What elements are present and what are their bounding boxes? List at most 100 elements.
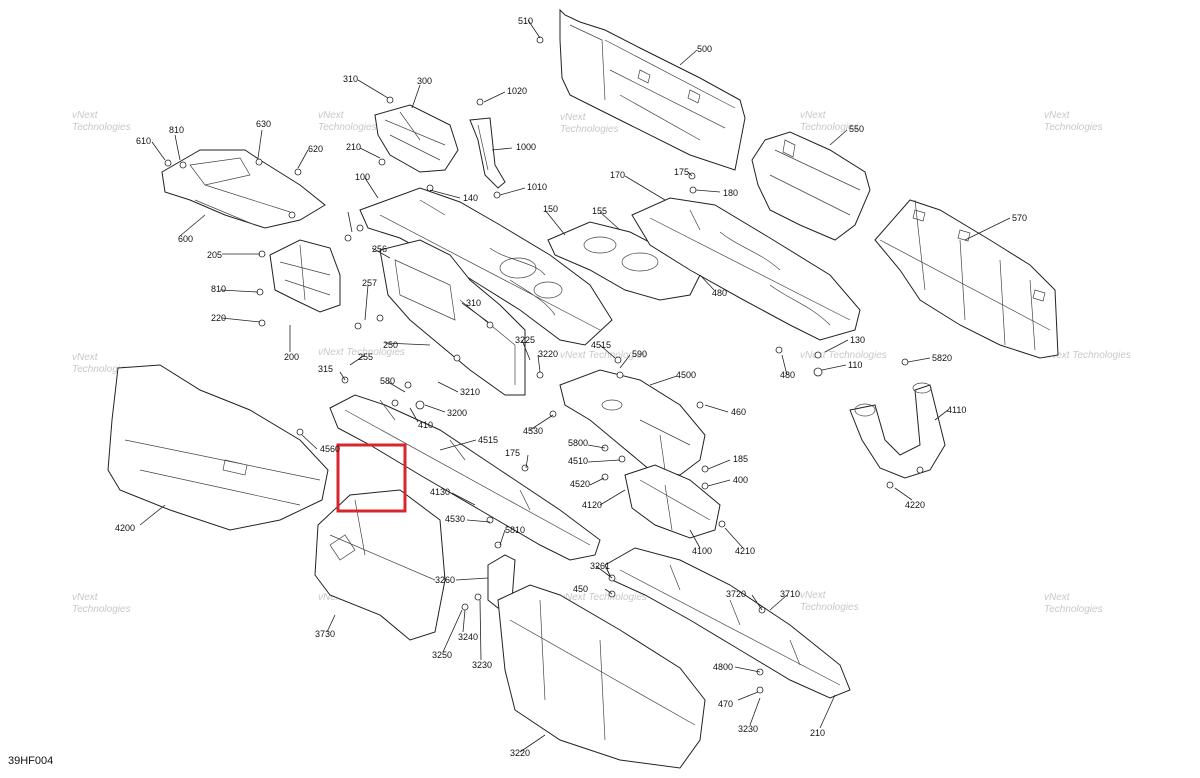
watermark-full: vNext Technologies — [560, 350, 647, 361]
part-170-rear-console — [631, 197, 861, 341]
bolt-icon — [474, 593, 482, 601]
callout-label: 4530 — [523, 426, 543, 436]
callout-label: 4515 — [478, 435, 498, 445]
bolt-icon — [453, 354, 461, 362]
callout-label: 810 — [211, 284, 226, 294]
bolt-icon — [813, 367, 823, 377]
callout-label: 4110 — [947, 405, 966, 415]
callout-label: 480 — [712, 288, 727, 298]
callout-label: 470 — [718, 699, 733, 709]
callout-label: 400 — [733, 475, 748, 485]
callout-label: 810 — [169, 125, 184, 135]
watermark-line1: vNext — [72, 352, 99, 363]
bolt-icon — [294, 168, 302, 176]
callout-label: 410 — [418, 420, 433, 430]
callout-label: 3200 — [447, 408, 467, 418]
watermark-line1: vNext — [1044, 110, 1071, 121]
bolt-icon — [701, 482, 709, 490]
bolt-icon — [689, 186, 697, 194]
callout-label: 4220 — [905, 500, 925, 510]
callout-label: 4130 — [430, 487, 450, 497]
bolt-icon — [696, 401, 704, 409]
callout-label: 150 — [543, 204, 558, 214]
callout-label: 110 — [848, 360, 862, 370]
callout-label: 3240 — [458, 632, 478, 642]
watermark-line2: Technologies — [72, 122, 131, 133]
callout-label: 315 — [318, 364, 333, 374]
callout-label: 3261 — [590, 561, 610, 571]
callout-label: 257 — [362, 278, 377, 288]
watermark-line1: vNext — [1044, 592, 1071, 603]
callout-label: 185 — [733, 454, 748, 464]
part-450-footwell — [314, 489, 446, 641]
callout-label: 550 — [849, 124, 864, 134]
watermark-line2: Technologies — [1044, 604, 1103, 615]
watermark-full: vNext Technologies — [800, 350, 887, 361]
part-400-floor-panel — [107, 364, 329, 531]
bolt-icon — [494, 541, 502, 549]
callout-label: 5800 — [568, 438, 588, 448]
part-550-shroud — [751, 131, 871, 241]
callout-label: 255 — [358, 352, 373, 362]
callout-label: 4200 — [115, 523, 135, 533]
callout-label: 5820 — [932, 353, 952, 363]
callout-label: 250 — [383, 340, 398, 350]
svg-text:vNext: vNext — [72, 110, 99, 121]
bolt-icon — [258, 319, 266, 327]
watermark-full: vNext Technologies — [560, 592, 647, 603]
callout-label: 450 — [573, 584, 588, 594]
callout-label: 4500 — [676, 370, 696, 380]
bolt-icon — [461, 603, 469, 611]
bolt-icon — [718, 520, 726, 528]
part-300-housing — [374, 104, 459, 173]
bolt-icon — [255, 158, 263, 166]
callout-label: 610 — [136, 136, 151, 146]
callout-label: 620 — [308, 144, 323, 154]
bolt-icon — [164, 159, 172, 167]
callout-label: 3720 — [726, 589, 746, 599]
callout-label: 175 — [505, 448, 520, 458]
callout-label: 590 — [632, 349, 647, 359]
callout-label: 1000 — [516, 142, 536, 152]
bolt-icon — [536, 371, 544, 379]
callout-label: 1010 — [527, 182, 547, 192]
callout-label: 4210 — [735, 546, 755, 556]
part-5800-hose — [849, 382, 946, 479]
watermark-line1: vNext — [800, 590, 827, 601]
callout-label: 256 — [372, 244, 387, 254]
callout-label: 3250 — [432, 650, 452, 660]
bolt-icon — [415, 400, 425, 410]
bolt-icon — [356, 224, 364, 232]
watermark-line1: vNext — [560, 112, 587, 123]
callout-label: 4100 — [692, 546, 712, 556]
bolt-icon — [614, 356, 622, 364]
callout-label: 300 — [417, 76, 432, 86]
bolt-icon — [521, 464, 529, 472]
callout-label: 600 — [178, 234, 193, 244]
bolt-icon — [549, 410, 557, 418]
callout-label: 3710 — [780, 589, 800, 599]
callout-label: 4120 — [582, 500, 602, 510]
callout-label: 100 — [355, 172, 370, 182]
callout-label: 510 — [518, 16, 533, 26]
callout-label: 4515 — [591, 340, 611, 350]
part-4200-bracket — [624, 464, 721, 539]
bolt-icon — [376, 314, 384, 322]
callout-label: 3260 — [435, 575, 455, 585]
callout-label: 3230 — [738, 724, 758, 734]
part-200-bracket — [269, 239, 341, 313]
callout-label: 205 — [207, 250, 222, 260]
bolt-icon — [886, 481, 894, 489]
watermark-line1: vNext — [72, 110, 99, 121]
callout-label: 4510 — [568, 456, 588, 466]
callout-label: 4530 — [445, 514, 465, 524]
callout-label: 3210 — [460, 387, 480, 397]
bolt-icon — [386, 96, 394, 104]
callout-label: 4520 — [570, 479, 590, 489]
watermark-line1: vNext — [318, 110, 345, 121]
watermark-line2: Technologies — [1044, 122, 1103, 133]
part-600-tray — [161, 149, 326, 229]
bolt-icon — [916, 466, 924, 474]
callout-label: 460 — [731, 407, 746, 417]
bolt-icon — [775, 346, 783, 354]
